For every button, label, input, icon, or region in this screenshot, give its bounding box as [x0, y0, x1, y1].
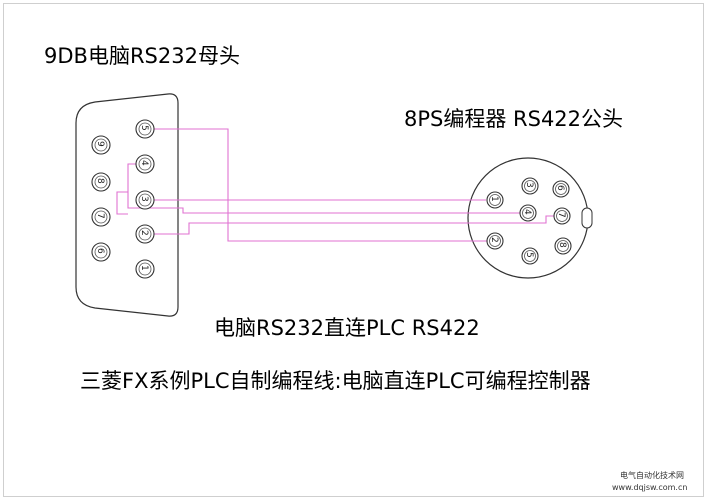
- watermark-site-name: 电气自动化技术网: [620, 471, 684, 480]
- din-pin-7: 7: [553, 207, 571, 225]
- db9-pin-6: 6: [91, 242, 111, 262]
- mini-din-key-notch: [581, 207, 593, 229]
- svg-text:1: 1: [489, 196, 499, 202]
- wire-db9-pin5-to-din-pin2: [151, 128, 492, 242]
- db9-pin-3: 3: [135, 190, 155, 210]
- svg-text:6: 6: [95, 248, 105, 254]
- connection-label: 电脑RS232直连PLC RS422: [214, 316, 480, 340]
- svg-text:3: 3: [524, 182, 534, 188]
- svg-text:3: 3: [139, 196, 149, 202]
- svg-text:4: 4: [522, 209, 532, 215]
- din-pin-5: 5: [521, 247, 539, 265]
- watermark-url: www.dqjsw.com.cn: [612, 483, 688, 492]
- db9-pin-9: 9: [91, 135, 111, 155]
- din-pin-2: 2: [486, 232, 504, 250]
- din-pin-8: 8: [554, 237, 572, 255]
- db9-pin-8: 8: [91, 172, 111, 192]
- din-pin-1: 1: [486, 191, 504, 209]
- wire-db9-loop-8: [116, 191, 128, 215]
- db9-connector-title: 9DB电脑RS232母头: [44, 44, 240, 68]
- svg-text:8: 8: [557, 242, 567, 248]
- db9-pin-7: 7: [91, 207, 111, 227]
- diagram-caption: 三菱FX系例PLC自制编程线:电脑直连PLC可编程控制器: [80, 369, 591, 393]
- db9-pin-5: 5: [135, 119, 155, 139]
- mini-din-connector-title: 8PS编程器 RS422公头: [404, 107, 624, 131]
- db9-connector-body: [75, 93, 179, 317]
- svg-text:4: 4: [139, 160, 149, 166]
- db9-pin-1: 1: [135, 259, 155, 279]
- svg-text:2: 2: [489, 237, 499, 243]
- db9-pin-4: 4: [135, 154, 155, 174]
- diagram-frame: [3, 3, 704, 497]
- svg-text:5: 5: [139, 125, 149, 131]
- svg-text:9: 9: [95, 141, 105, 147]
- svg-text:6: 6: [555, 185, 565, 191]
- din-pin-4: 4: [519, 204, 537, 222]
- svg-text:7: 7: [95, 213, 105, 219]
- svg-text:2: 2: [139, 230, 149, 236]
- svg-text:1: 1: [139, 265, 149, 271]
- din-pin-6: 6: [552, 180, 570, 198]
- db9-pin-2: 2: [135, 224, 155, 244]
- wire-db9-pin2-to-din-pin7: [145, 215, 562, 235]
- din-pin-3: 3: [521, 177, 539, 195]
- svg-text:7: 7: [556, 212, 566, 218]
- wire-db9-pin4-to-din-pin4: [127, 163, 520, 214]
- svg-text:5: 5: [524, 252, 534, 258]
- svg-text:8: 8: [95, 178, 105, 184]
